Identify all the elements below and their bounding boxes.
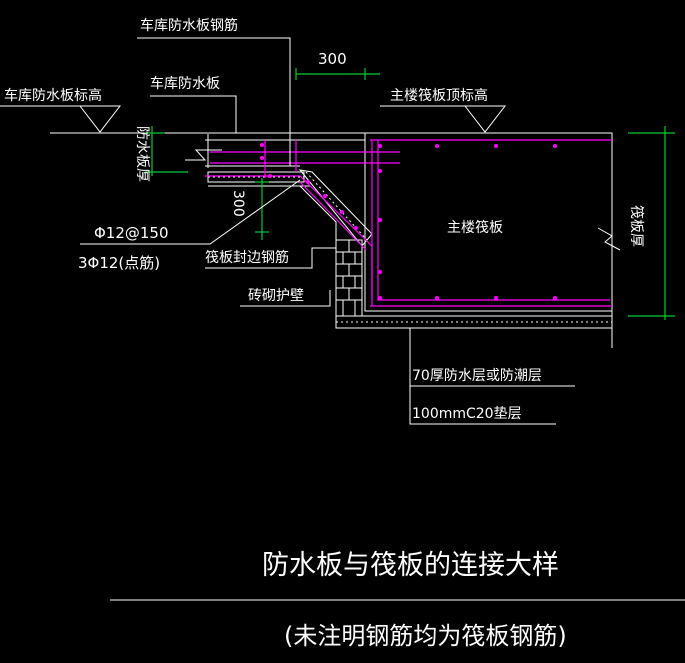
- label-main-elevation: 主楼筏板顶标高: [390, 87, 488, 104]
- label-raft-thickness: 筏板厚: [628, 205, 645, 247]
- label-cushion-layer: 100mmC20垫层: [412, 406, 522, 422]
- label-dim-300-top: 300: [318, 50, 347, 68]
- label-brick-wall: 砖砌护壁: [248, 288, 304, 304]
- label-dim-300-vertical: 300: [230, 190, 246, 217]
- leader-layers: [409, 328, 556, 425]
- leader-brick-wall: [240, 290, 331, 307]
- dim-300-vertical: [255, 178, 269, 240]
- label-garage-rebar: 车库防水板钢筋: [140, 17, 238, 34]
- label-rebar-spacing: Φ12@150: [94, 224, 169, 242]
- garage-slab: [185, 134, 365, 168]
- label-slab-thickness: 防水板厚: [134, 126, 150, 182]
- dim-slab-thickness: [145, 126, 188, 176]
- label-edge-rebar: 筏板封边钢筋: [205, 249, 289, 266]
- drawing-title: 防水板与筏板的连接大样: [262, 550, 559, 581]
- elevation-marker-garage: [0, 105, 122, 133]
- main-raft-outline: [364, 132, 613, 316]
- elevation-marker-main: [380, 105, 507, 133]
- drawing-subtitle: (未注明钢筋均为筏板钢筋): [284, 622, 567, 650]
- leader-edge-rebar: [205, 247, 336, 269]
- rebar-dots: [260, 143, 557, 300]
- main-cushion-hatch: [335, 315, 613, 348]
- label-garage-elevation: 车库防水板标高: [4, 87, 102, 104]
- leader-rebar-spacing: [80, 179, 301, 245]
- raft-rebar: [205, 139, 612, 307]
- leader-garage-slab: [150, 95, 237, 133]
- leader-garage-rebar: [137, 37, 291, 166]
- label-garage-slab: 车库防水板: [150, 75, 220, 92]
- label-main-raft: 主楼筏板: [447, 219, 503, 236]
- brick-wall: [335, 239, 363, 317]
- label-point-rebar: 3Φ12(点筋): [78, 254, 160, 272]
- dim-300-top: [295, 68, 380, 80]
- label-waterproof-layer: 70厚防水层或防潮层: [412, 368, 542, 384]
- dim-raft-thickness: [597, 126, 675, 320]
